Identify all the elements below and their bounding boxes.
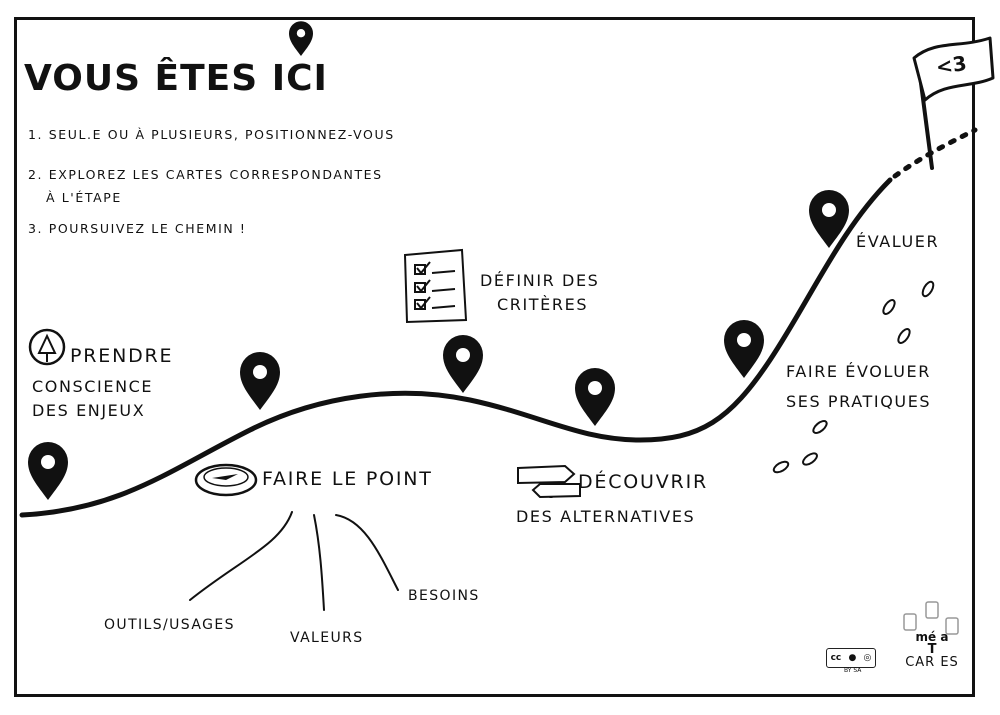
cards-icon: [903, 601, 959, 635]
step-2-cont: à l'étape: [46, 190, 122, 205]
milestone-evaluer: Évaluer: [856, 232, 940, 251]
location-pin-icon: [443, 335, 483, 393]
sa-icon: ◎: [863, 653, 872, 663]
branch-valeurs: Valeurs: [290, 630, 364, 646]
branch-outils: Outils/usages: [104, 617, 235, 633]
logo-bottom: CAR ES: [905, 655, 959, 670]
location-pin-icon: [724, 320, 764, 378]
tree-icon: [28, 328, 66, 366]
flag-icon: [912, 36, 995, 170]
step-3: 3. Poursuivez le chemin !: [28, 221, 247, 236]
branch-lines: [189, 511, 399, 611]
location-pin-icon: [240, 352, 280, 410]
milestone-evoluer: Faire évoluer: [786, 362, 931, 381]
logo-top: mé a: [915, 630, 949, 644]
branch-besoins: Besoins: [408, 588, 480, 604]
milestone-prendre: Prendre: [70, 345, 174, 367]
location-pin-icon: [28, 442, 68, 500]
cc-license-sub: BY SA: [844, 667, 862, 674]
location-pin-icon: [289, 21, 313, 57]
cc-license-badge: cc ● ◎: [826, 648, 876, 668]
checklist-icon: [403, 248, 468, 324]
step-1: 1. Seul.e ou à plusieurs, positionnez-vo…: [28, 127, 395, 142]
page-title: Vous êtes ici: [24, 58, 328, 99]
logo-mid: T: [927, 642, 937, 657]
milestone-decouvrir-2: des alternatives: [516, 507, 696, 526]
milestone-prendre-2: conscience: [32, 377, 154, 396]
milestone-criteres-2: critères: [497, 295, 589, 314]
dotted-path: [892, 127, 978, 179]
milestone-prendre-3: des enjeux: [32, 401, 146, 420]
border-frame: [14, 17, 975, 697]
by-icon: ●: [848, 653, 857, 663]
location-pin-icon: [575, 368, 615, 426]
step-2: 2. Explorez les cartes correspondantes: [28, 167, 383, 182]
milestone-evoluer-2: ses pratiques: [786, 392, 932, 411]
signpost-icon: [517, 464, 581, 499]
milestone-faire-le-point: Faire le point: [262, 468, 433, 490]
journey-path: [19, 177, 893, 518]
compass-icon: [194, 463, 258, 497]
flag-heart-text: <3: [934, 50, 969, 80]
milestone-criteres: Définir des: [480, 271, 600, 290]
milestone-decouvrir: Découvrir: [578, 471, 708, 493]
cc-badge-text: cc: [830, 653, 842, 663]
footprints-icon: [772, 280, 935, 474]
metacartes-logo: mé a T CAR ES: [894, 600, 970, 674]
